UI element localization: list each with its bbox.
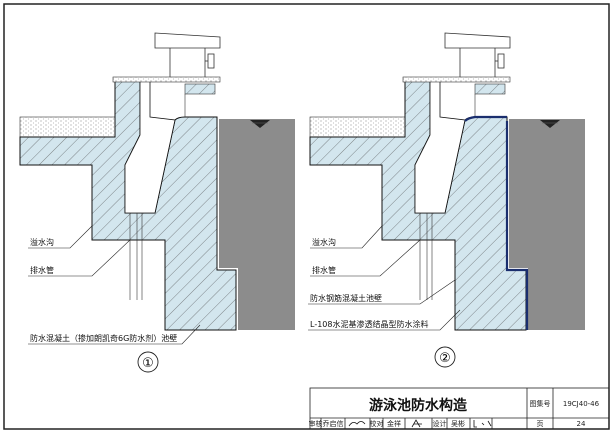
page-label: 页: [537, 420, 544, 428]
title-block: [309, 387, 610, 430]
label-overflow-gutter: 溢水沟: [312, 237, 336, 247]
waterproof-coating-line: [505, 121, 529, 330]
detail-number: ②: [439, 351, 451, 366]
label-overflow-gutter: 溢水沟: [30, 237, 54, 247]
design-label: 设计: [433, 419, 447, 428]
atlas-number-label: 图集号: [530, 399, 551, 408]
detail-number-circle: [434, 346, 456, 368]
pool-section-drawing-1: [19, 32, 296, 331]
designer-name: 吴彬: [451, 419, 465, 428]
review-label: 审核: [309, 419, 323, 428]
reviewer-name: 乔启信: [323, 419, 344, 428]
page-number: 24: [577, 420, 586, 428]
label-drain-pipe: 排水管: [312, 265, 336, 275]
detail-number: ①: [142, 356, 154, 371]
label-drain-pipe: 排水管: [30, 265, 54, 275]
label-waterproof-concrete-wall: 防水混凝土（掺加朗凯奇6G防水剂）池壁: [30, 333, 177, 343]
check-label: 校对: [370, 419, 384, 428]
sheet-title: 游泳池防水构造: [369, 397, 467, 414]
atlas-number: 19CJ40-46: [563, 400, 600, 408]
sheet-border: [3, 3, 610, 430]
checker-signature: [411, 419, 422, 428]
label-crystalline-coating: L-108水泥基渗透结晶型防水涂料: [310, 319, 428, 329]
detail-number-circle: [137, 351, 159, 373]
reviewer-signature: [348, 421, 366, 427]
checker-name: 金祥: [387, 419, 401, 428]
detail-2: 溢水沟 排水管 防水钢筋混凝土池壁 L-108水泥基渗透结晶型防水涂料 ②: [308, 32, 586, 368]
label-reinforced-concrete-wall: 防水钢筋混凝土池壁: [310, 293, 382, 303]
detail-1: 溢水沟 排水管 防水混凝土（掺加朗凯奇6G防水剂）池壁 ①: [19, 32, 296, 373]
designer-signature: [473, 420, 492, 428]
